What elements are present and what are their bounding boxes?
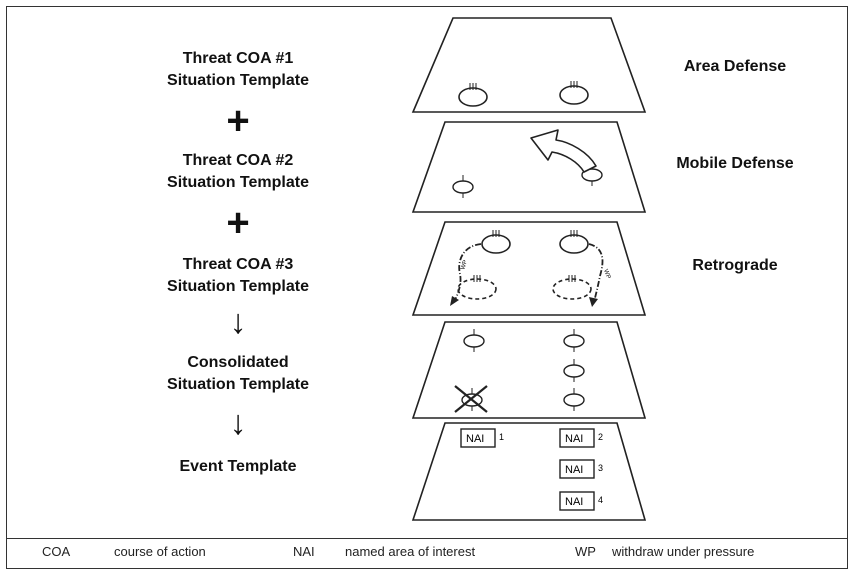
step-consolidated: Consolidated Situation Template [118,352,358,396]
withdraw-route-icon [453,243,482,303]
svg-text:2: 2 [598,432,603,442]
label-retrograde: Retrograde [692,257,778,274]
svg-text:NAI: NAI [565,433,583,445]
arrow-down-icon: ↓ [229,303,247,341]
step-title: Event Template [179,458,297,475]
label-area-defense: Area Defense [683,58,787,75]
overlay-mobile-defense [411,121,647,213]
legend-abbr-nai: NAI [293,544,315,559]
step-threat-coa-2: Threat COA #2 Situation Template [118,150,358,194]
svg-text:1: 1 [499,432,504,442]
legend-meaning-nai: named area of interest [345,544,476,559]
legend-meaning-wp: withdraw under pressure [612,544,755,559]
svg-text:3: 3 [598,463,603,473]
step-subtitle: Situation Template [167,278,309,295]
destroyed-unit-icon [454,385,488,413]
counterattack-arrow-icon [530,129,597,173]
legend-meaning-coa: course of action [114,544,206,559]
withdraw-route-icon [588,243,604,303]
plus-icon: + [226,201,250,245]
step-threat-coa-1: Threat COA #1 Situation Template [118,48,358,92]
step-title: Threat COA #1 [182,50,294,67]
overlay-consolidated [411,321,647,419]
step-title: Threat COA #2 [182,152,294,169]
svg-text:WP: WP [460,260,469,271]
svg-text:4: 4 [598,495,603,505]
diagram-frame [6,6,848,569]
nai-box-1: NAI 1 [460,428,504,448]
step-threat-coa-3: Threat COA #3 Situation Template [118,254,358,298]
svg-text:NAI: NAI [466,433,484,445]
legend-divider [6,538,848,539]
nai-box-3: NAI 3 [559,459,603,479]
label-mobile-defense: Mobile Defense [676,155,794,172]
step-event-template: Event Template [118,456,358,478]
step-subtitle: Situation Template [167,72,309,89]
svg-text:NAI: NAI [565,496,583,508]
step-subtitle: Situation Template [167,174,309,191]
nai-box-4: NAI 4 [559,491,603,511]
step-title: Consolidated [187,354,289,371]
arrow-down-icon: ↓ [229,404,247,442]
svg-text:NAI: NAI [565,464,583,476]
nai-box-2: NAI 2 [559,428,603,448]
step-title: Threat COA #3 [182,256,294,273]
plus-icon: + [226,99,250,143]
legend-abbr-coa: COA [42,544,71,559]
overlay-area-defense [411,17,647,113]
overlay-event-template: NAI 1 NAI 2 NAI 3 NAI 4 [411,422,647,521]
overlay-retrograde: WP WP [411,221,647,316]
svg-text:WP: WP [602,269,611,280]
step-subtitle: Situation Template [167,376,309,393]
legend-abbr-wp: WP [575,544,596,559]
